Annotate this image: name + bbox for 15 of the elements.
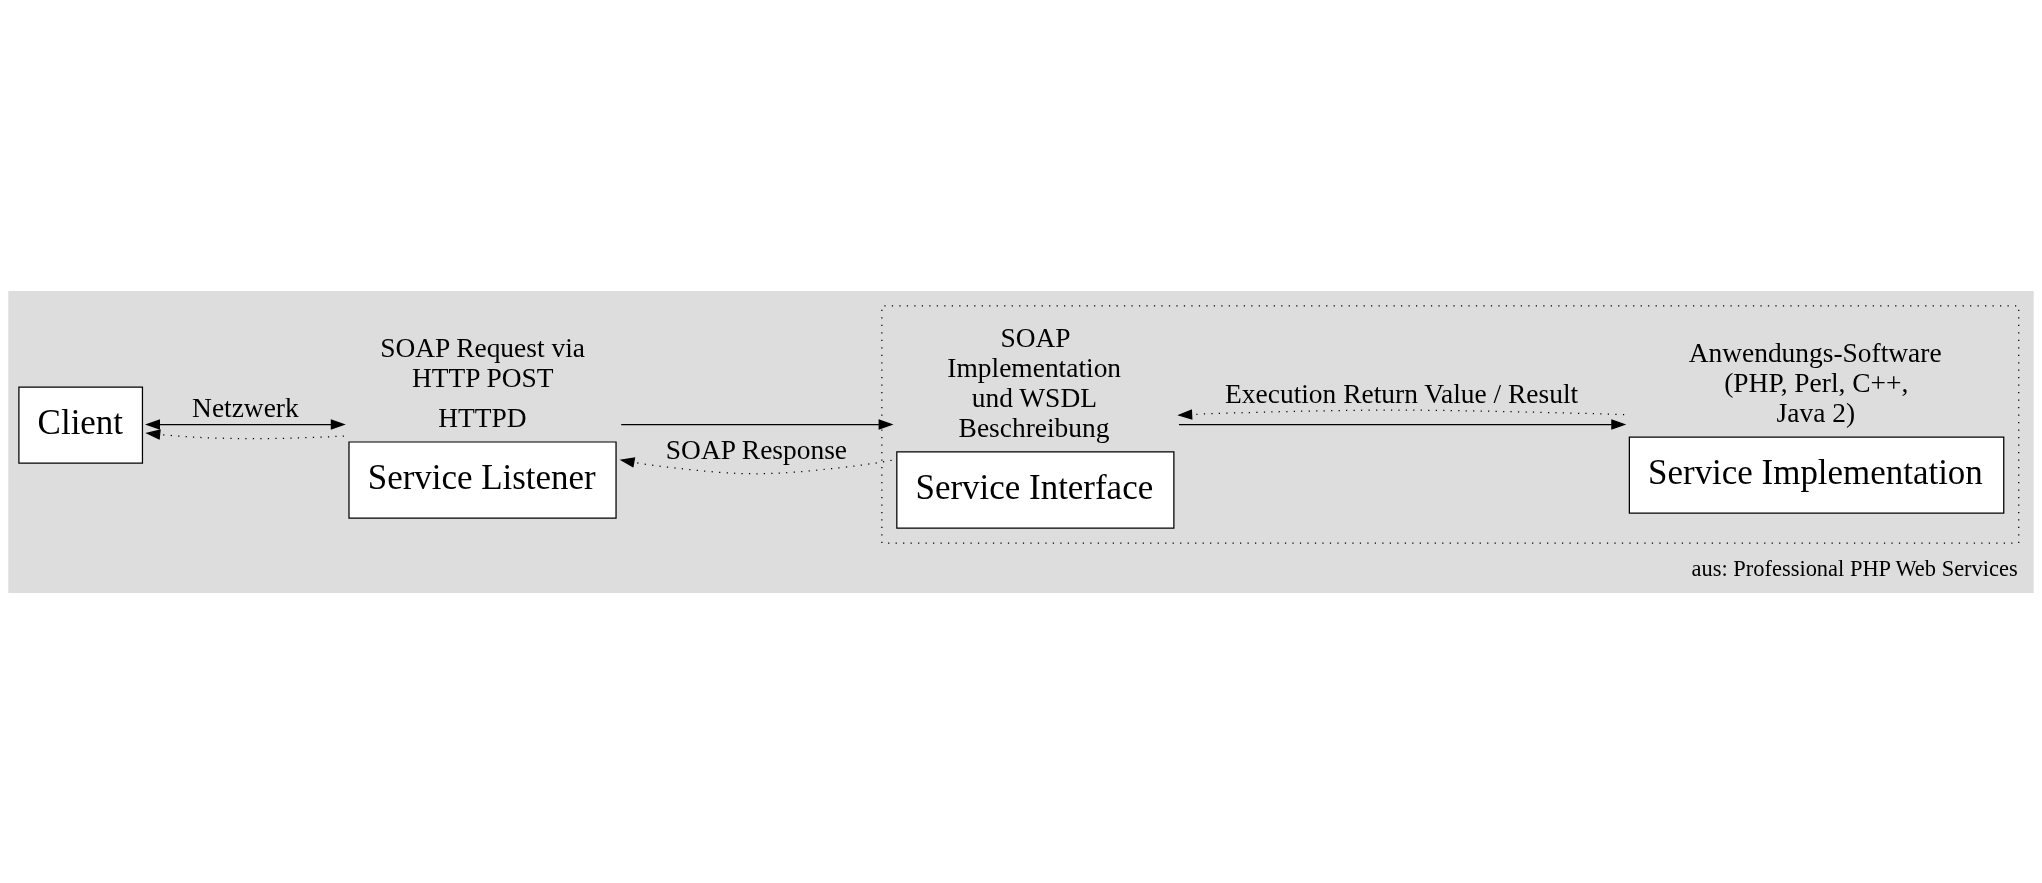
edge-label: Netzwerk bbox=[192, 392, 299, 423]
node-label: Anwendungs-Software (PHP, Perl, C++, Java 2) bbox=[1688, 337, 1942, 428]
arrow bbox=[1177, 408, 1625, 420]
arrow bbox=[620, 418, 894, 430]
arrow bbox=[1178, 418, 1627, 430]
arrow bbox=[145, 428, 345, 440]
cluster bbox=[881, 304, 2020, 544]
edge-label: Execution Return Value / Result bbox=[1225, 378, 1579, 409]
node-label: SOAP Request via HTTP POST bbox=[380, 332, 585, 393]
arrow bbox=[145, 418, 346, 430]
node-label: SOAP Implementation und WSDL Beschreibung bbox=[947, 322, 1122, 443]
caption: aus: Professional PHP Web Services bbox=[1691, 555, 2018, 581]
node-label: HTTPD bbox=[438, 402, 527, 433]
arrow bbox=[619, 456, 893, 474]
edge-label: SOAP Response bbox=[665, 434, 848, 465]
